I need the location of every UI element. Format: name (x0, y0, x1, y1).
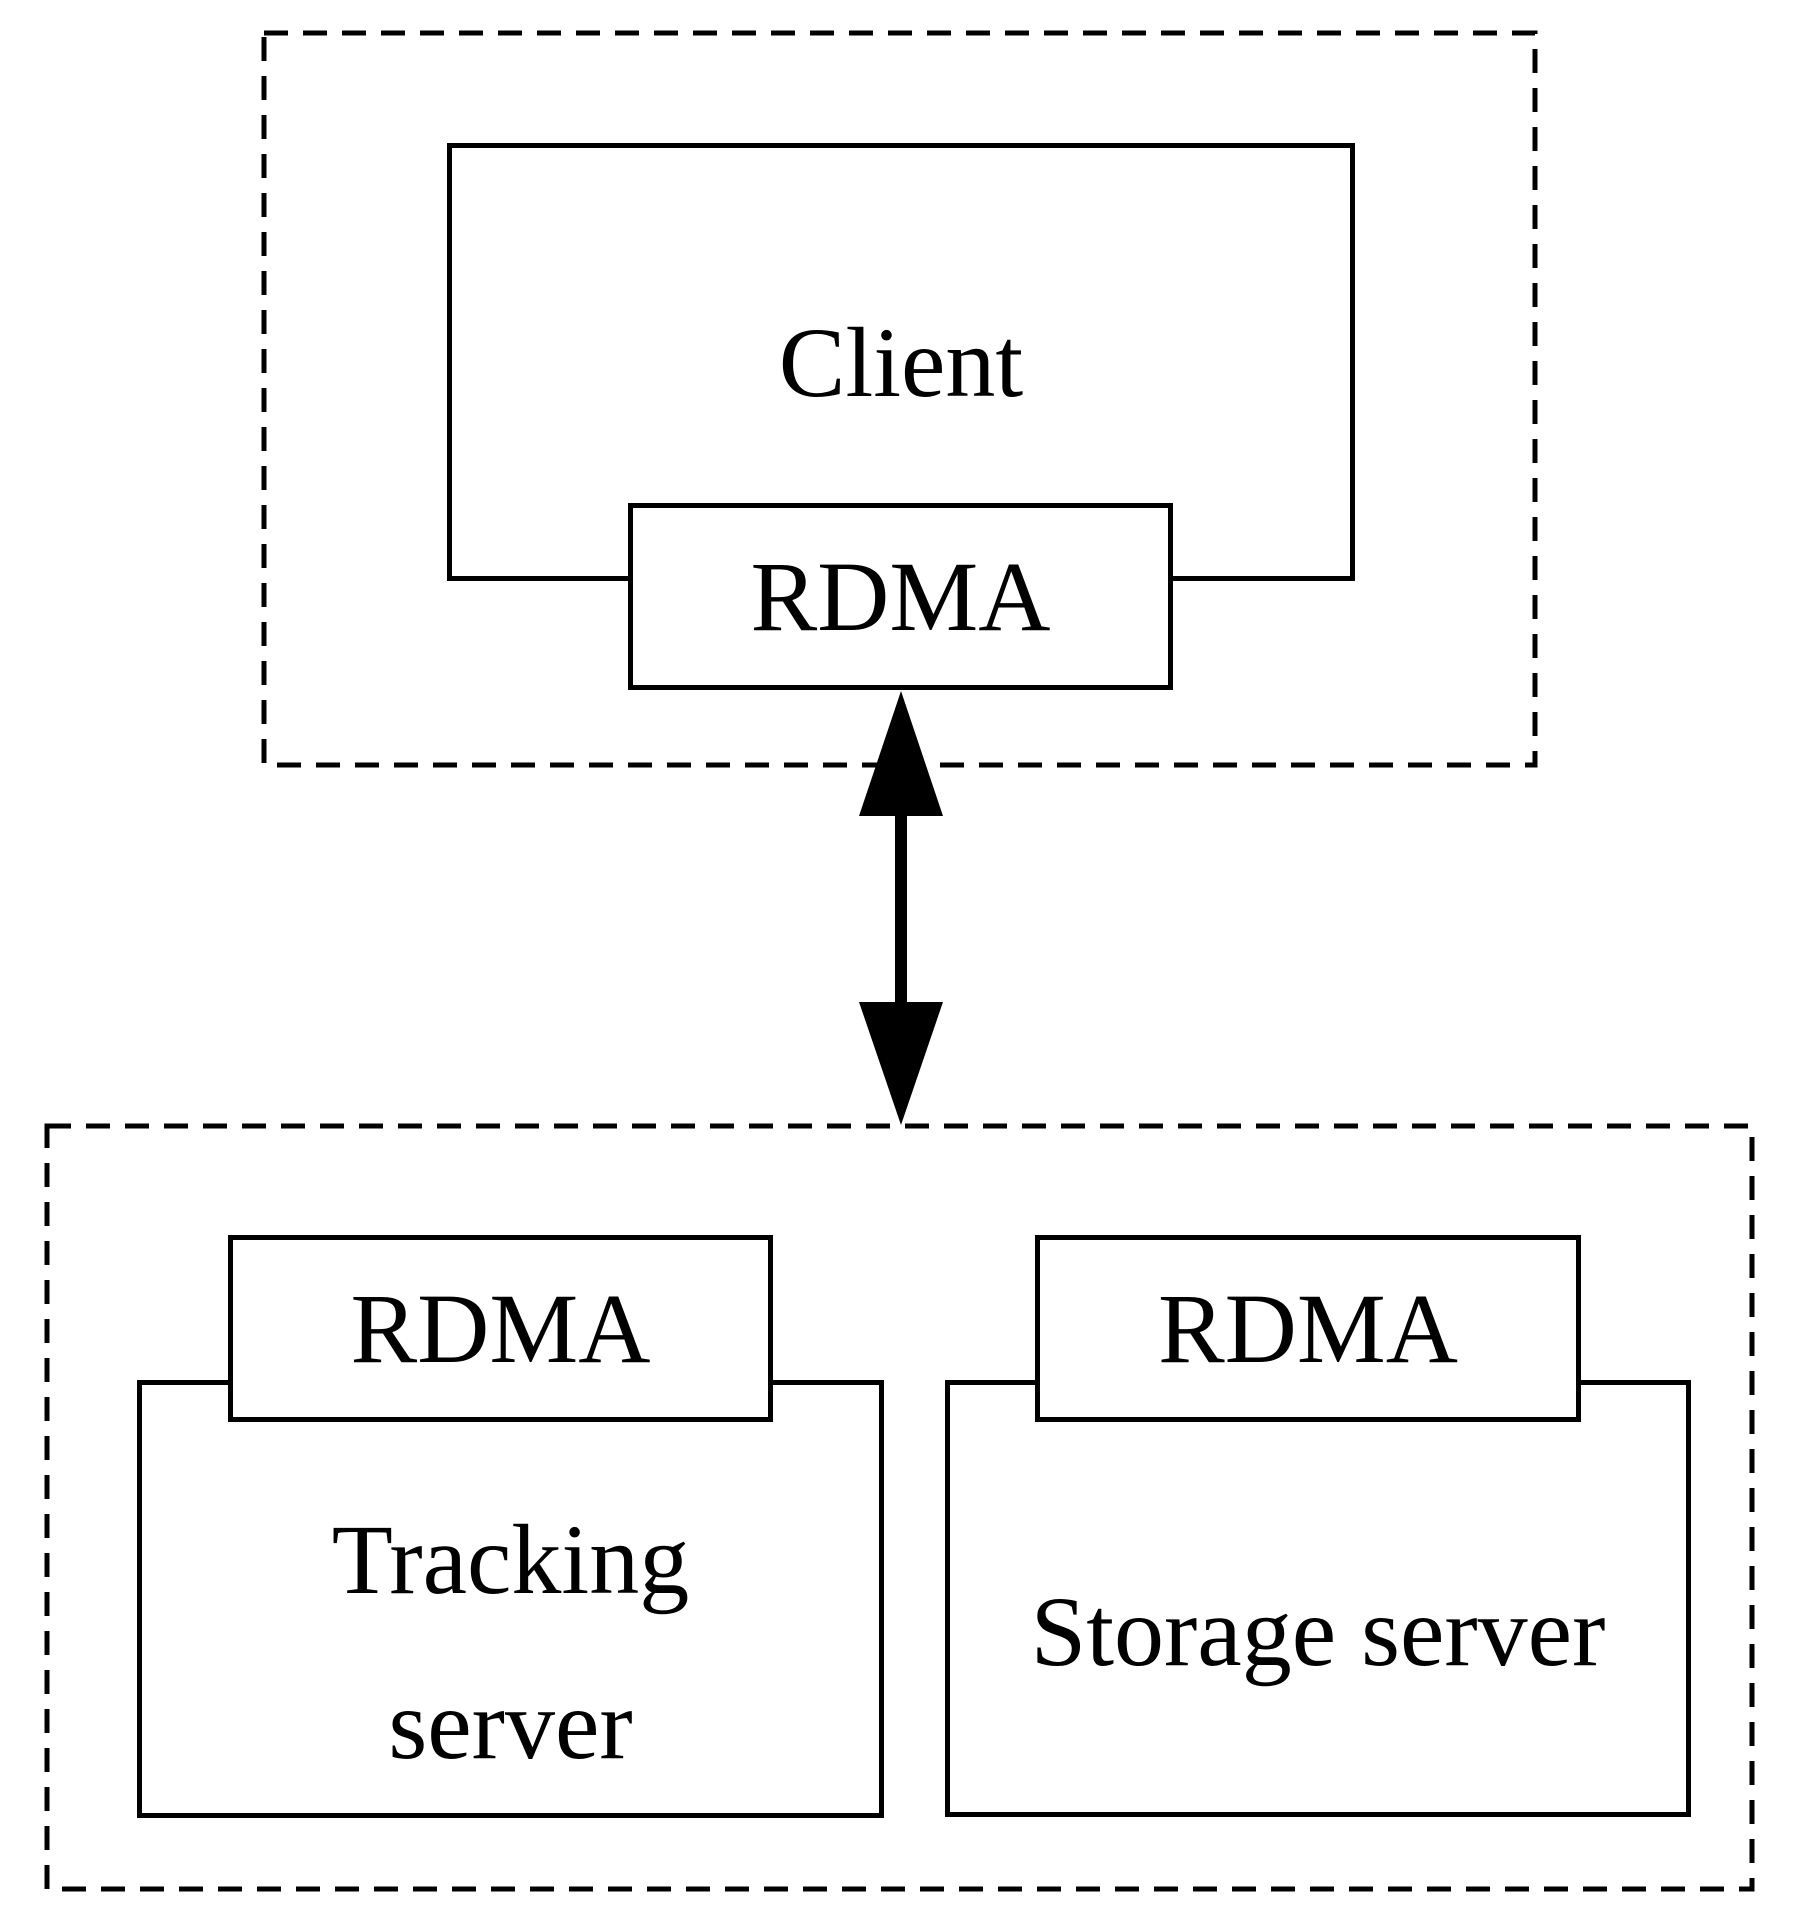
tracking-server-label-line2: server (388, 1668, 633, 1780)
tracking-rdma-box: RDMA (228, 1235, 773, 1422)
storage-rdma-box: RDMA (1035, 1235, 1581, 1422)
arrow-head-up-icon (859, 691, 943, 816)
storage-server-box: Storage server (945, 1380, 1691, 1817)
tracking-rdma-label: RDMA (350, 1273, 651, 1384)
tracking-server-label-line1: Tracking (331, 1503, 690, 1615)
arrow-shaft (895, 812, 907, 1006)
client-label: Client (778, 306, 1024, 418)
server-group-dashed-border (44, 1123, 1755, 1892)
client-group-dashed-border (261, 30, 1538, 768)
client-rdma-label: RDMA (750, 541, 1051, 652)
bidirectional-arrow (859, 691, 943, 1125)
client-rdma-box: RDMA (628, 503, 1173, 690)
storage-server-label: Storage server (1030, 1575, 1606, 1687)
tracking-server-box: Tracking server (137, 1380, 884, 1818)
arrow-head-down-icon (859, 1002, 943, 1125)
storage-rdma-label: RDMA (1157, 1273, 1459, 1384)
